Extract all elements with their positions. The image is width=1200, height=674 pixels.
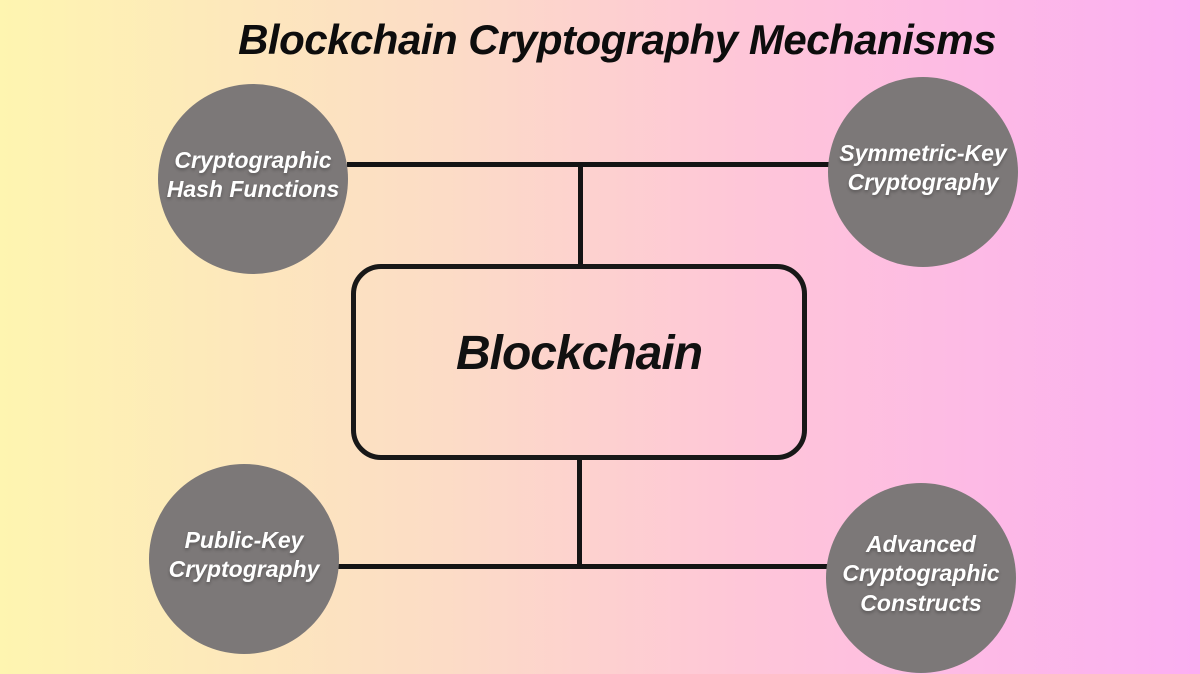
- connector-top-horizontal: [347, 162, 831, 167]
- connector-top-vertical: [578, 164, 583, 265]
- node-blockchain: Blockchain: [351, 264, 807, 460]
- connector-bottom-horizontal: [338, 564, 828, 569]
- diagram-title: Blockchain Cryptography Mechanisms: [238, 16, 996, 63]
- node-label: Public-Key Cryptography: [168, 526, 320, 582]
- node-label: Symmetric-Key Cryptography: [839, 139, 1007, 195]
- node-public-key-cryptography: Public-Key Cryptography: [149, 464, 339, 654]
- node-label: Cryptographic Hash Functions: [166, 146, 340, 202]
- node-advanced-cryptographic-constructs: Advanced Cryptographic Constructs: [826, 483, 1016, 673]
- center-node-label: Blockchain: [455, 326, 703, 380]
- node-symmetric-key-cryptography: Symmetric-Key Cryptography: [828, 77, 1018, 267]
- connector-bottom-vertical: [577, 458, 582, 566]
- node-cryptographic-hash-functions: Cryptographic Hash Functions: [158, 84, 348, 274]
- node-label: Advanced Cryptographic Constructs: [842, 530, 1000, 616]
